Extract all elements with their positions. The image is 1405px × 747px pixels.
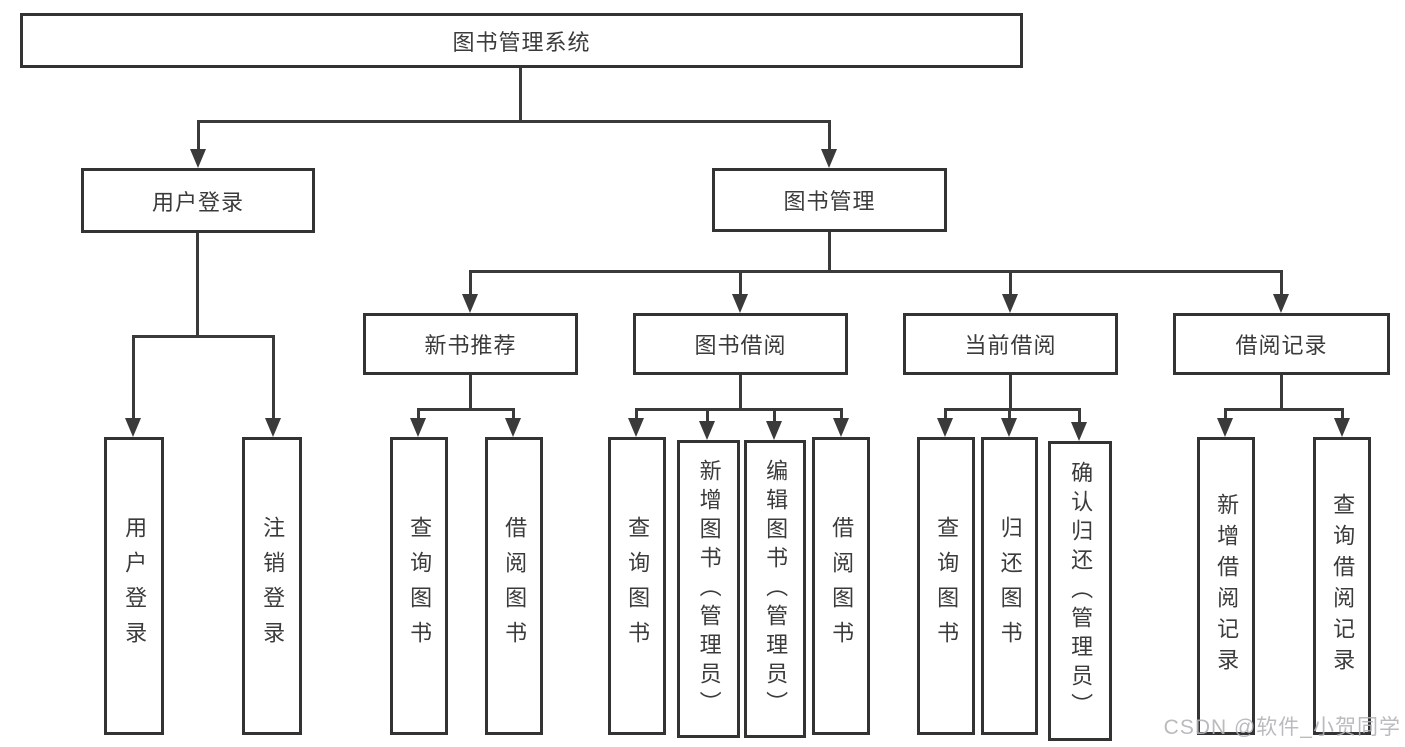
leaf-add-books-admin-label: 新增图书（管理员） — [696, 458, 722, 720]
leaf-add-borrow-record: 新增借阅记录 — [1197, 437, 1255, 735]
node-current-borrow-label: 当前借阅 — [964, 333, 1057, 358]
connector-line — [1009, 270, 1012, 297]
node-user-login-label: 用户登录 — [151, 189, 244, 215]
arrowhead-down-icon — [505, 418, 521, 437]
leaf-return-books-label: 归还图书 — [997, 516, 1023, 656]
leaf-confirm-return-admin-label: 确认归还（管理员） — [1068, 460, 1094, 722]
leaf-query-borrow-record: 查询借阅记录 — [1313, 437, 1371, 735]
node-new-book-recommend: 新书推荐 — [363, 313, 578, 375]
connector-line — [1009, 375, 1012, 411]
leaf-query-books-borrow-label: 查询图书 — [625, 516, 651, 656]
connector-line — [635, 408, 843, 411]
leaf-borrow-books-recommend-label: 借阅图书 — [502, 516, 528, 656]
node-book-management: 图书管理 — [712, 168, 947, 232]
connector-line — [706, 408, 709, 422]
arrowhead-down-icon — [1002, 294, 1018, 313]
connector-line — [417, 408, 420, 422]
leaf-confirm-return-admin: 确认归还（管理员） — [1048, 441, 1112, 741]
connector-line — [1078, 408, 1081, 422]
connector-line — [739, 375, 742, 411]
connector-line — [132, 335, 275, 338]
connector-line — [1008, 408, 1011, 422]
leaf-borrow-books-borrow-label: 借阅图书 — [829, 516, 855, 656]
connector-line — [272, 335, 275, 421]
arrowhead-down-icon — [699, 421, 715, 440]
connector-line — [1341, 408, 1344, 422]
leaf-query-books-recommend: 查询图书 — [390, 437, 448, 735]
connector-line — [944, 408, 1081, 411]
node-new-book-recommend-label: 新书推荐 — [424, 333, 517, 358]
arrowhead-down-icon — [628, 418, 644, 437]
connector-line — [469, 270, 472, 297]
arrowhead-down-icon — [410, 418, 426, 437]
connector-line — [1280, 375, 1283, 411]
arrowhead-down-icon — [1071, 422, 1087, 441]
leaf-edit-books-admin: 编辑图书（管理员） — [744, 440, 806, 738]
leaf-add-borrow-record-label: 新增借阅记录 — [1214, 493, 1240, 679]
connector-line — [773, 408, 776, 422]
leaf-query-books-current: 查询图书 — [917, 437, 975, 735]
connector-line — [197, 120, 831, 123]
arrowhead-down-icon — [125, 418, 141, 437]
leaf-user-login-label: 用户登录 — [122, 516, 148, 656]
connector-line — [635, 408, 638, 422]
arrowhead-down-icon — [766, 421, 782, 440]
connector-line — [944, 408, 947, 422]
leaf-borrow-books-recommend: 借阅图书 — [485, 437, 543, 735]
leaf-user-login: 用户登录 — [104, 437, 164, 735]
arrowhead-down-icon — [1334, 418, 1350, 437]
connector-line — [519, 68, 522, 123]
arrowhead-down-icon — [937, 418, 953, 437]
connector-line — [828, 232, 831, 273]
leaf-query-books-borrow: 查询图书 — [608, 437, 666, 735]
arrowhead-down-icon — [1273, 294, 1289, 313]
leaf-query-books-recommend-label: 查询图书 — [407, 516, 433, 656]
leaf-return-books: 归还图书 — [981, 437, 1038, 735]
connector-line — [512, 408, 515, 422]
arrowhead-down-icon — [265, 418, 281, 437]
node-user-login: 用户登录 — [81, 168, 315, 233]
node-root: 图书管理系统 — [20, 13, 1023, 68]
node-book-borrow: 图书借阅 — [633, 313, 848, 375]
node-book-borrow-label: 图书借阅 — [694, 333, 787, 358]
connector-line — [739, 270, 742, 297]
arrowhead-down-icon — [462, 294, 478, 313]
connector-line — [1280, 270, 1283, 297]
arrowhead-down-icon — [190, 149, 206, 168]
connector-line — [417, 408, 515, 411]
connector-line — [196, 233, 199, 338]
arrowhead-down-icon — [833, 418, 849, 437]
connector-line — [469, 270, 1283, 273]
leaf-query-books-current-label: 查询图书 — [934, 516, 960, 656]
node-borrow-records-label: 借阅记录 — [1235, 333, 1328, 358]
node-book-management-label: 图书管理 — [783, 189, 876, 214]
connector-line — [840, 408, 843, 422]
leaf-add-books-admin: 新增图书（管理员） — [677, 440, 740, 738]
node-borrow-records: 借阅记录 — [1173, 313, 1390, 375]
arrowhead-down-icon — [1001, 418, 1017, 437]
leaf-logout-label: 注销登录 — [260, 516, 286, 656]
connector-line — [1224, 408, 1344, 411]
connector-line — [197, 120, 200, 152]
connector-line — [828, 120, 831, 152]
csdn-watermark: CSDN @软件_小贺同学 — [1163, 716, 1401, 739]
leaf-query-borrow-record-label: 查询借阅记录 — [1330, 493, 1356, 679]
connector-line — [469, 375, 472, 411]
node-root-label: 图书管理系统 — [452, 29, 591, 55]
node-current-borrow: 当前借阅 — [903, 313, 1118, 375]
leaf-borrow-books-borrow: 借阅图书 — [812, 437, 870, 735]
connector-line — [132, 335, 135, 421]
arrowhead-down-icon — [1217, 418, 1233, 437]
arrowhead-down-icon — [732, 294, 748, 313]
leaf-logout: 注销登录 — [242, 437, 302, 735]
connector-line — [1224, 408, 1227, 422]
arrowhead-down-icon — [821, 149, 837, 168]
leaf-edit-books-admin-label: 编辑图书（管理员） — [763, 458, 789, 720]
